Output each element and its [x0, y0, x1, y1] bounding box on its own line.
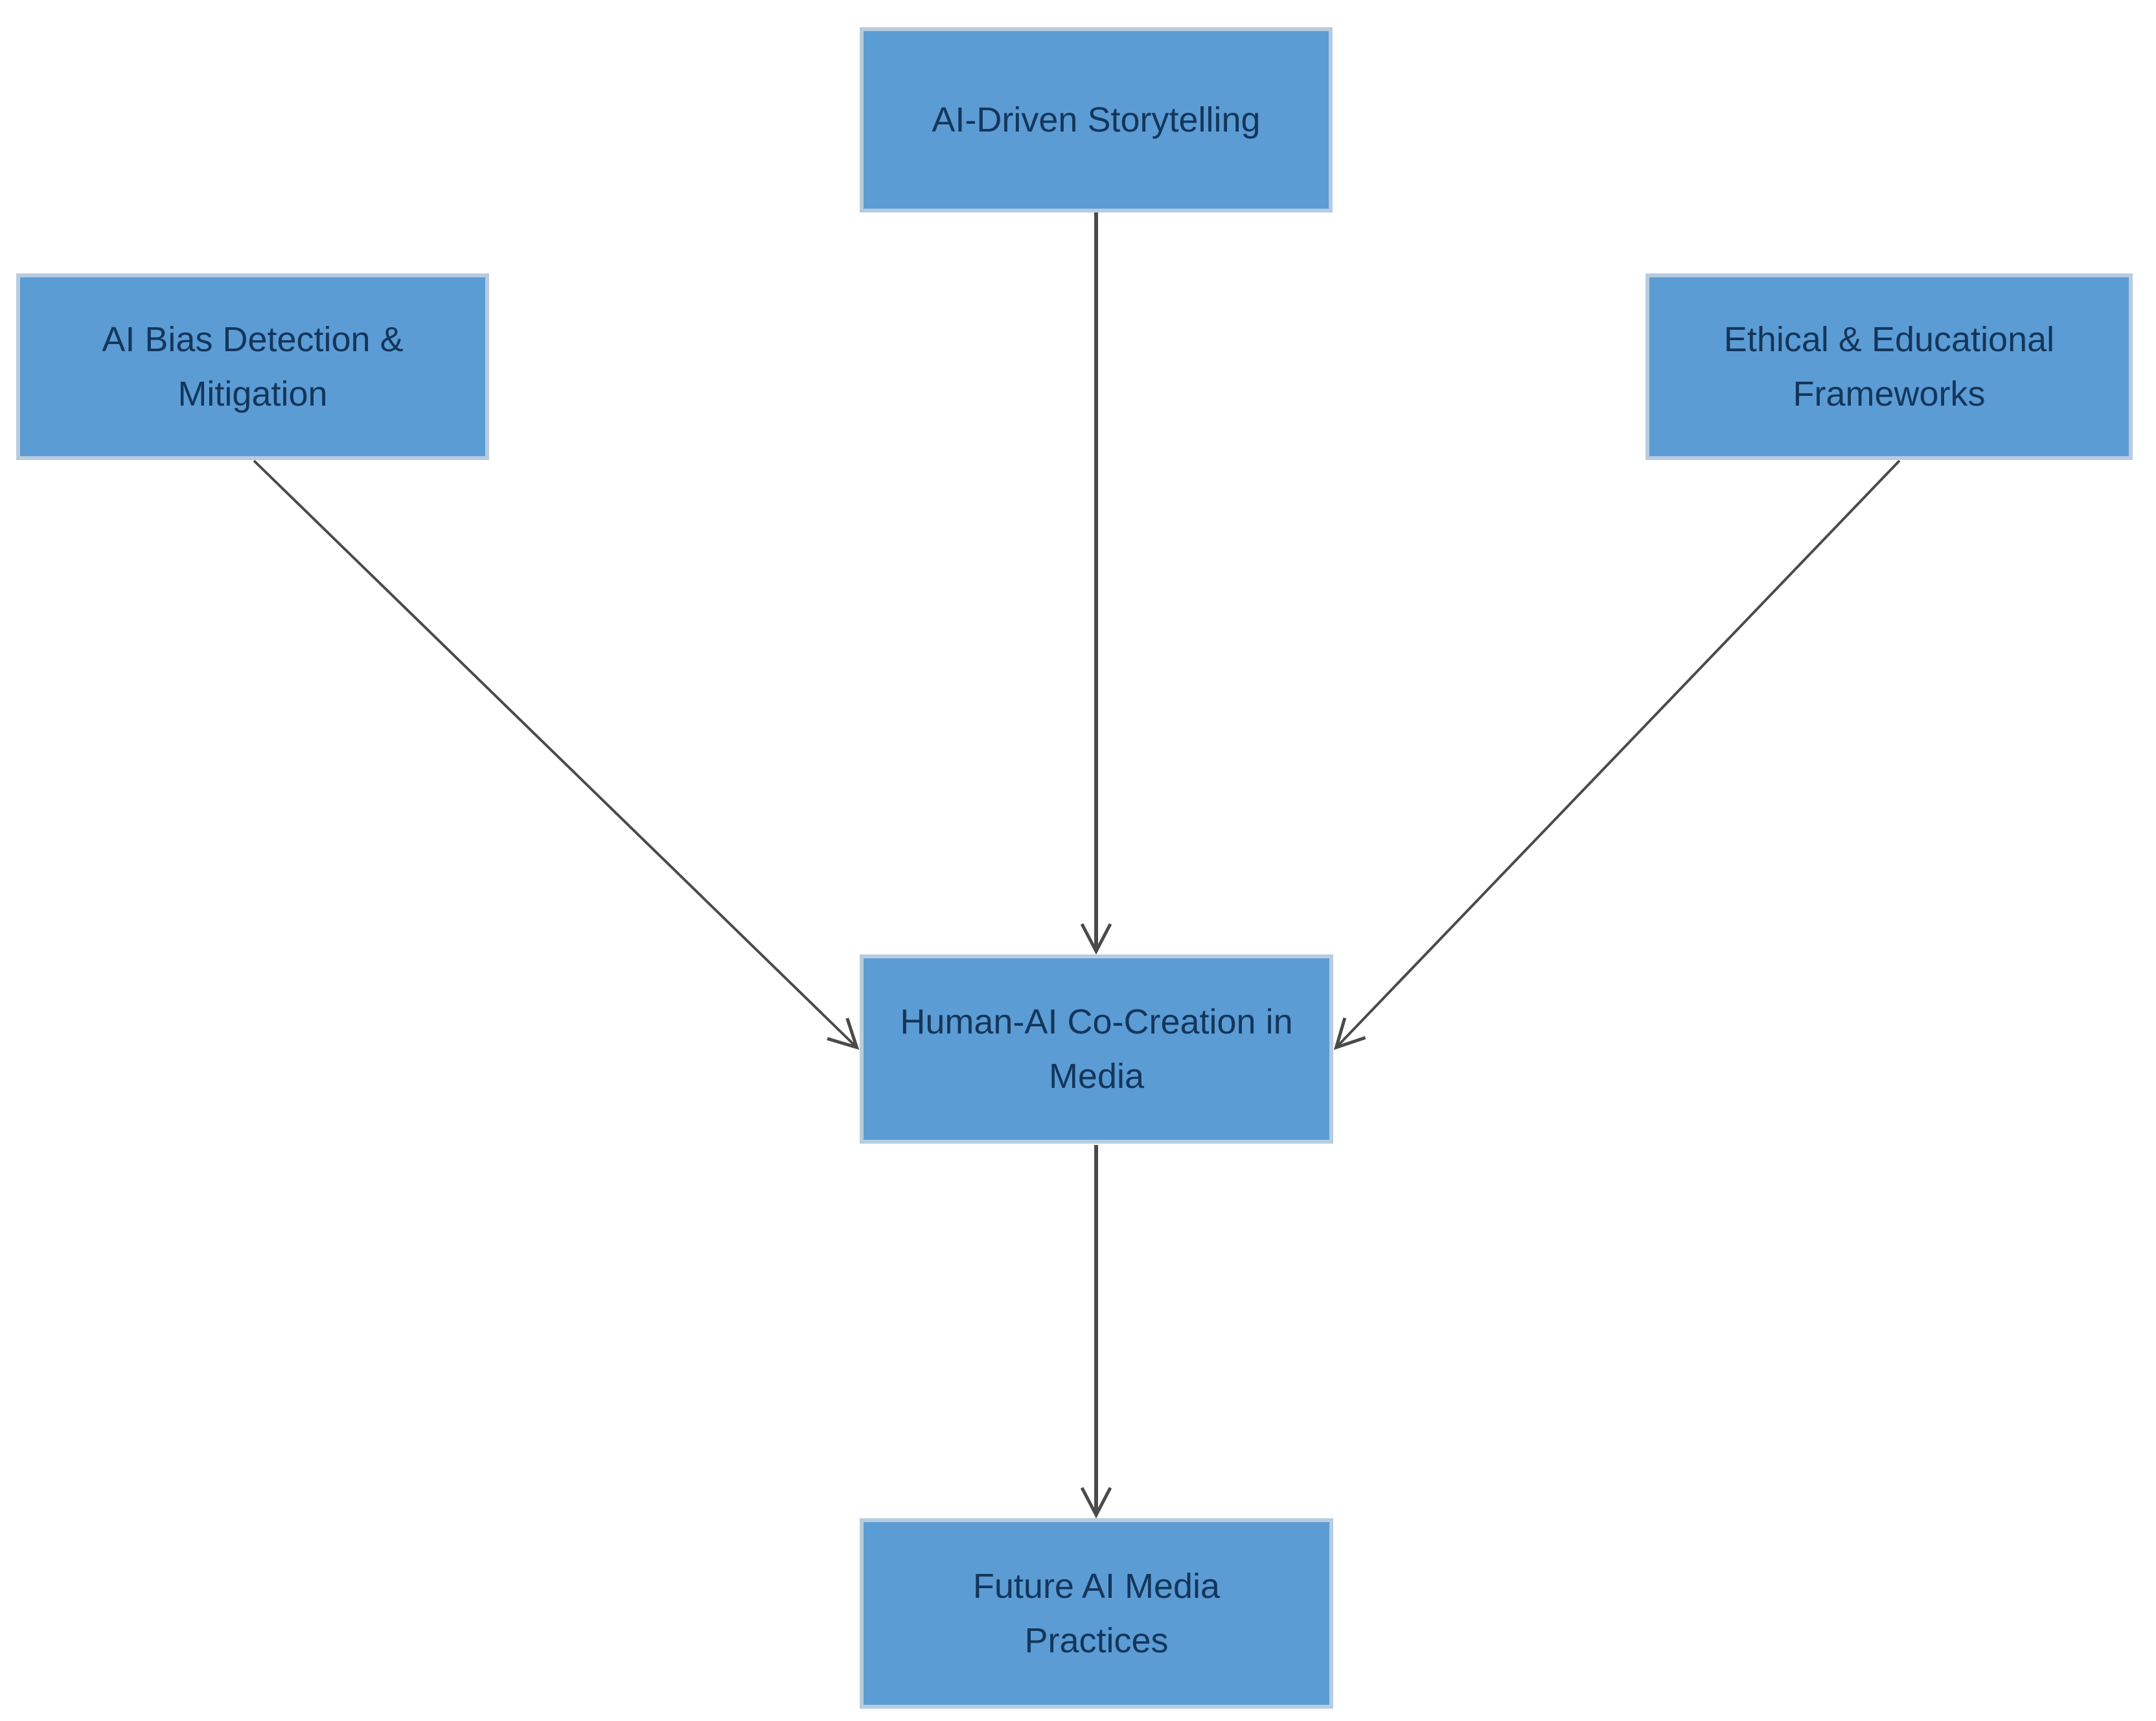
node-ethical-educational-frameworks: Ethical & Educational Frameworks: [1646, 273, 2133, 460]
edge-bias-to-cocreation: [253, 459, 860, 1050]
node-label-line: Frameworks: [1793, 375, 1986, 413]
node-label-line: Future AI Media: [972, 1567, 1221, 1606]
node-label-line: AI-Driven Storytelling: [932, 100, 1261, 139]
node-label-line: Practices: [1024, 1621, 1169, 1660]
node-human-ai-co-creation-in-media: Human-AI Co-Creation in Media: [860, 954, 1333, 1144]
node-label-line: AI Bias Detection &: [102, 320, 404, 359]
node-ai-driven-storytelling: AI-Driven Storytelling: [860, 27, 1333, 213]
node-label-line: Human-AI Co-Creation in: [900, 1002, 1293, 1041]
node-ai-bias-detection-mitigation: AI Bias Detection & Mitigation: [16, 273, 489, 460]
node-future-ai-media-practices: Future AI Media Practices: [860, 1518, 1333, 1709]
node-label-line: Media: [1048, 1057, 1145, 1096]
node-label-line: Mitigation: [178, 375, 328, 413]
node-label-line: Ethical & Educational: [1723, 320, 2055, 359]
edge-ethics-to-cocreation: [1333, 459, 1901, 1050]
